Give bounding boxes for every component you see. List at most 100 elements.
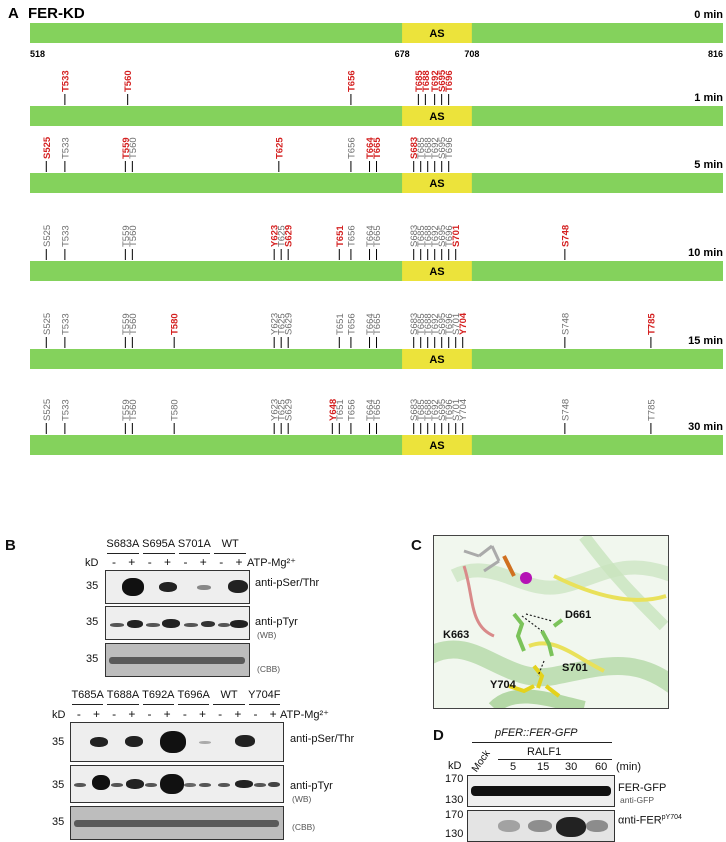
site-label: T664 [365, 225, 376, 247]
b-bot-sign: + [269, 707, 277, 721]
b-bot-ptyr-blot [70, 765, 284, 803]
b-top-sign: + [235, 555, 243, 569]
site-label: Y623 [270, 313, 281, 335]
panel-c-label: C [411, 537, 422, 554]
site-label: T664 [365, 137, 376, 159]
site-label: T665 [372, 225, 383, 247]
d-kd: kD [448, 760, 462, 772]
site-label: Y704 [458, 312, 469, 335]
b-bot-sign: + [92, 707, 100, 721]
b-top-row1-label: anti-pSer/Thr [255, 577, 320, 589]
site-label: T656 [346, 137, 357, 159]
site-label: T688 [423, 137, 434, 159]
kinase-domain-bar [30, 435, 723, 455]
site-label: T692 [430, 225, 441, 247]
site-label: T580 [170, 313, 181, 335]
b-top-sign: - [183, 555, 188, 569]
b-top-treatment: ATP-Mg²⁺ [247, 557, 296, 569]
axis-residue-label: 678 [395, 49, 410, 59]
axis-residue-label: 816 [708, 49, 723, 59]
b-top-sign: - [219, 555, 224, 569]
as-label: AS [429, 178, 444, 190]
site-label: T559 [121, 225, 132, 247]
b-bot-genotype: Y704F [248, 689, 281, 701]
site-label: T692 [430, 399, 441, 421]
b-bot-cbb-blot [70, 806, 284, 840]
site-label: S629 [284, 399, 295, 421]
b-bot-sign: - [76, 707, 81, 721]
site-label: S695 [437, 399, 448, 421]
b-top-cbb-blot [105, 643, 250, 677]
b-bot-genotype: WT [220, 689, 238, 701]
site-label: S695 [437, 225, 448, 247]
site-label: S683 [409, 399, 420, 421]
site-label: T785 [646, 313, 657, 335]
site-label: S701 [451, 224, 462, 247]
site-label: T625 [277, 313, 288, 335]
site-label: T656 [346, 399, 357, 421]
b-bot-sign: - [218, 707, 223, 721]
as-label: AS [429, 440, 444, 452]
b-bot-sign: - [253, 707, 258, 721]
site-label: T685 [416, 225, 427, 247]
site-label: T656 [346, 70, 357, 92]
d-time-label: 60 [595, 761, 608, 773]
d-mw-4: 130 [445, 828, 464, 840]
site-label: T656 [346, 225, 357, 247]
site-label: S748 [560, 399, 571, 421]
time-label: 10 min [688, 247, 723, 259]
site-label: T688 [423, 313, 434, 335]
b-bot-row2-label: anti-pTyr [290, 780, 333, 792]
as-label: AS [429, 354, 444, 366]
site-label: T656 [346, 313, 357, 335]
time-label: 5 min [694, 159, 723, 171]
site-label: T625 [277, 225, 288, 247]
site-label: T685 [416, 137, 427, 159]
b-top-kd: kD [85, 557, 99, 569]
time-label: 15 min [688, 335, 723, 347]
d-mock: Mock [470, 748, 493, 775]
b-bot-genotype: T688A [106, 689, 140, 701]
b-bot-row3-sub: (CBB) [292, 822, 316, 832]
d-row1-label: FER-GFP [618, 782, 667, 794]
panel-a-title: FER-KD [28, 5, 85, 22]
b-bot-genotype: T692A [142, 689, 175, 701]
site-label: T580 [170, 399, 181, 421]
b-bot-sign: - [182, 707, 187, 721]
site-label: S629 [284, 225, 295, 247]
d-time-label: 5 [510, 761, 517, 773]
structure-model [434, 536, 668, 708]
site-label: T651 [335, 225, 346, 247]
b-bot-pst-blot [70, 722, 284, 762]
panel-a-label: A [8, 5, 19, 22]
site-label: S695 [437, 137, 448, 159]
site-label: T559 [121, 137, 132, 159]
site-label: T533 [60, 70, 71, 92]
d-row2-text: αnti-FER [618, 814, 662, 827]
axis-residue-label: 518 [30, 49, 45, 59]
site-label: S695 [437, 313, 448, 335]
b-top-mw-2: 35 [86, 616, 99, 628]
b-bot-mw-3: 35 [52, 816, 65, 828]
kinase-domain-bar [30, 23, 723, 43]
site-label: T560 [123, 70, 134, 92]
b-bot-kd: kD [52, 709, 66, 721]
axis-residue-label: 708 [464, 49, 479, 59]
b-bot-sign: + [128, 707, 136, 721]
site-label: T651 [335, 399, 346, 421]
kinase-domain-bar [30, 261, 723, 281]
residue-s701: S701 [562, 662, 588, 674]
b-bot-sign: + [198, 707, 206, 721]
d-unit: (min) [616, 761, 642, 773]
site-label: T559 [121, 313, 132, 335]
site-label: T685 [414, 70, 425, 92]
site-label: T665 [372, 137, 383, 159]
site-label: Y704 [458, 399, 469, 421]
b-top-sign: - [111, 555, 116, 569]
site-label: S683 [409, 225, 420, 247]
b-top-sign: - [147, 555, 152, 569]
residue-y704: Y704 [490, 679, 516, 691]
site-label: T785 [646, 399, 657, 421]
site-label: S525 [42, 225, 53, 247]
